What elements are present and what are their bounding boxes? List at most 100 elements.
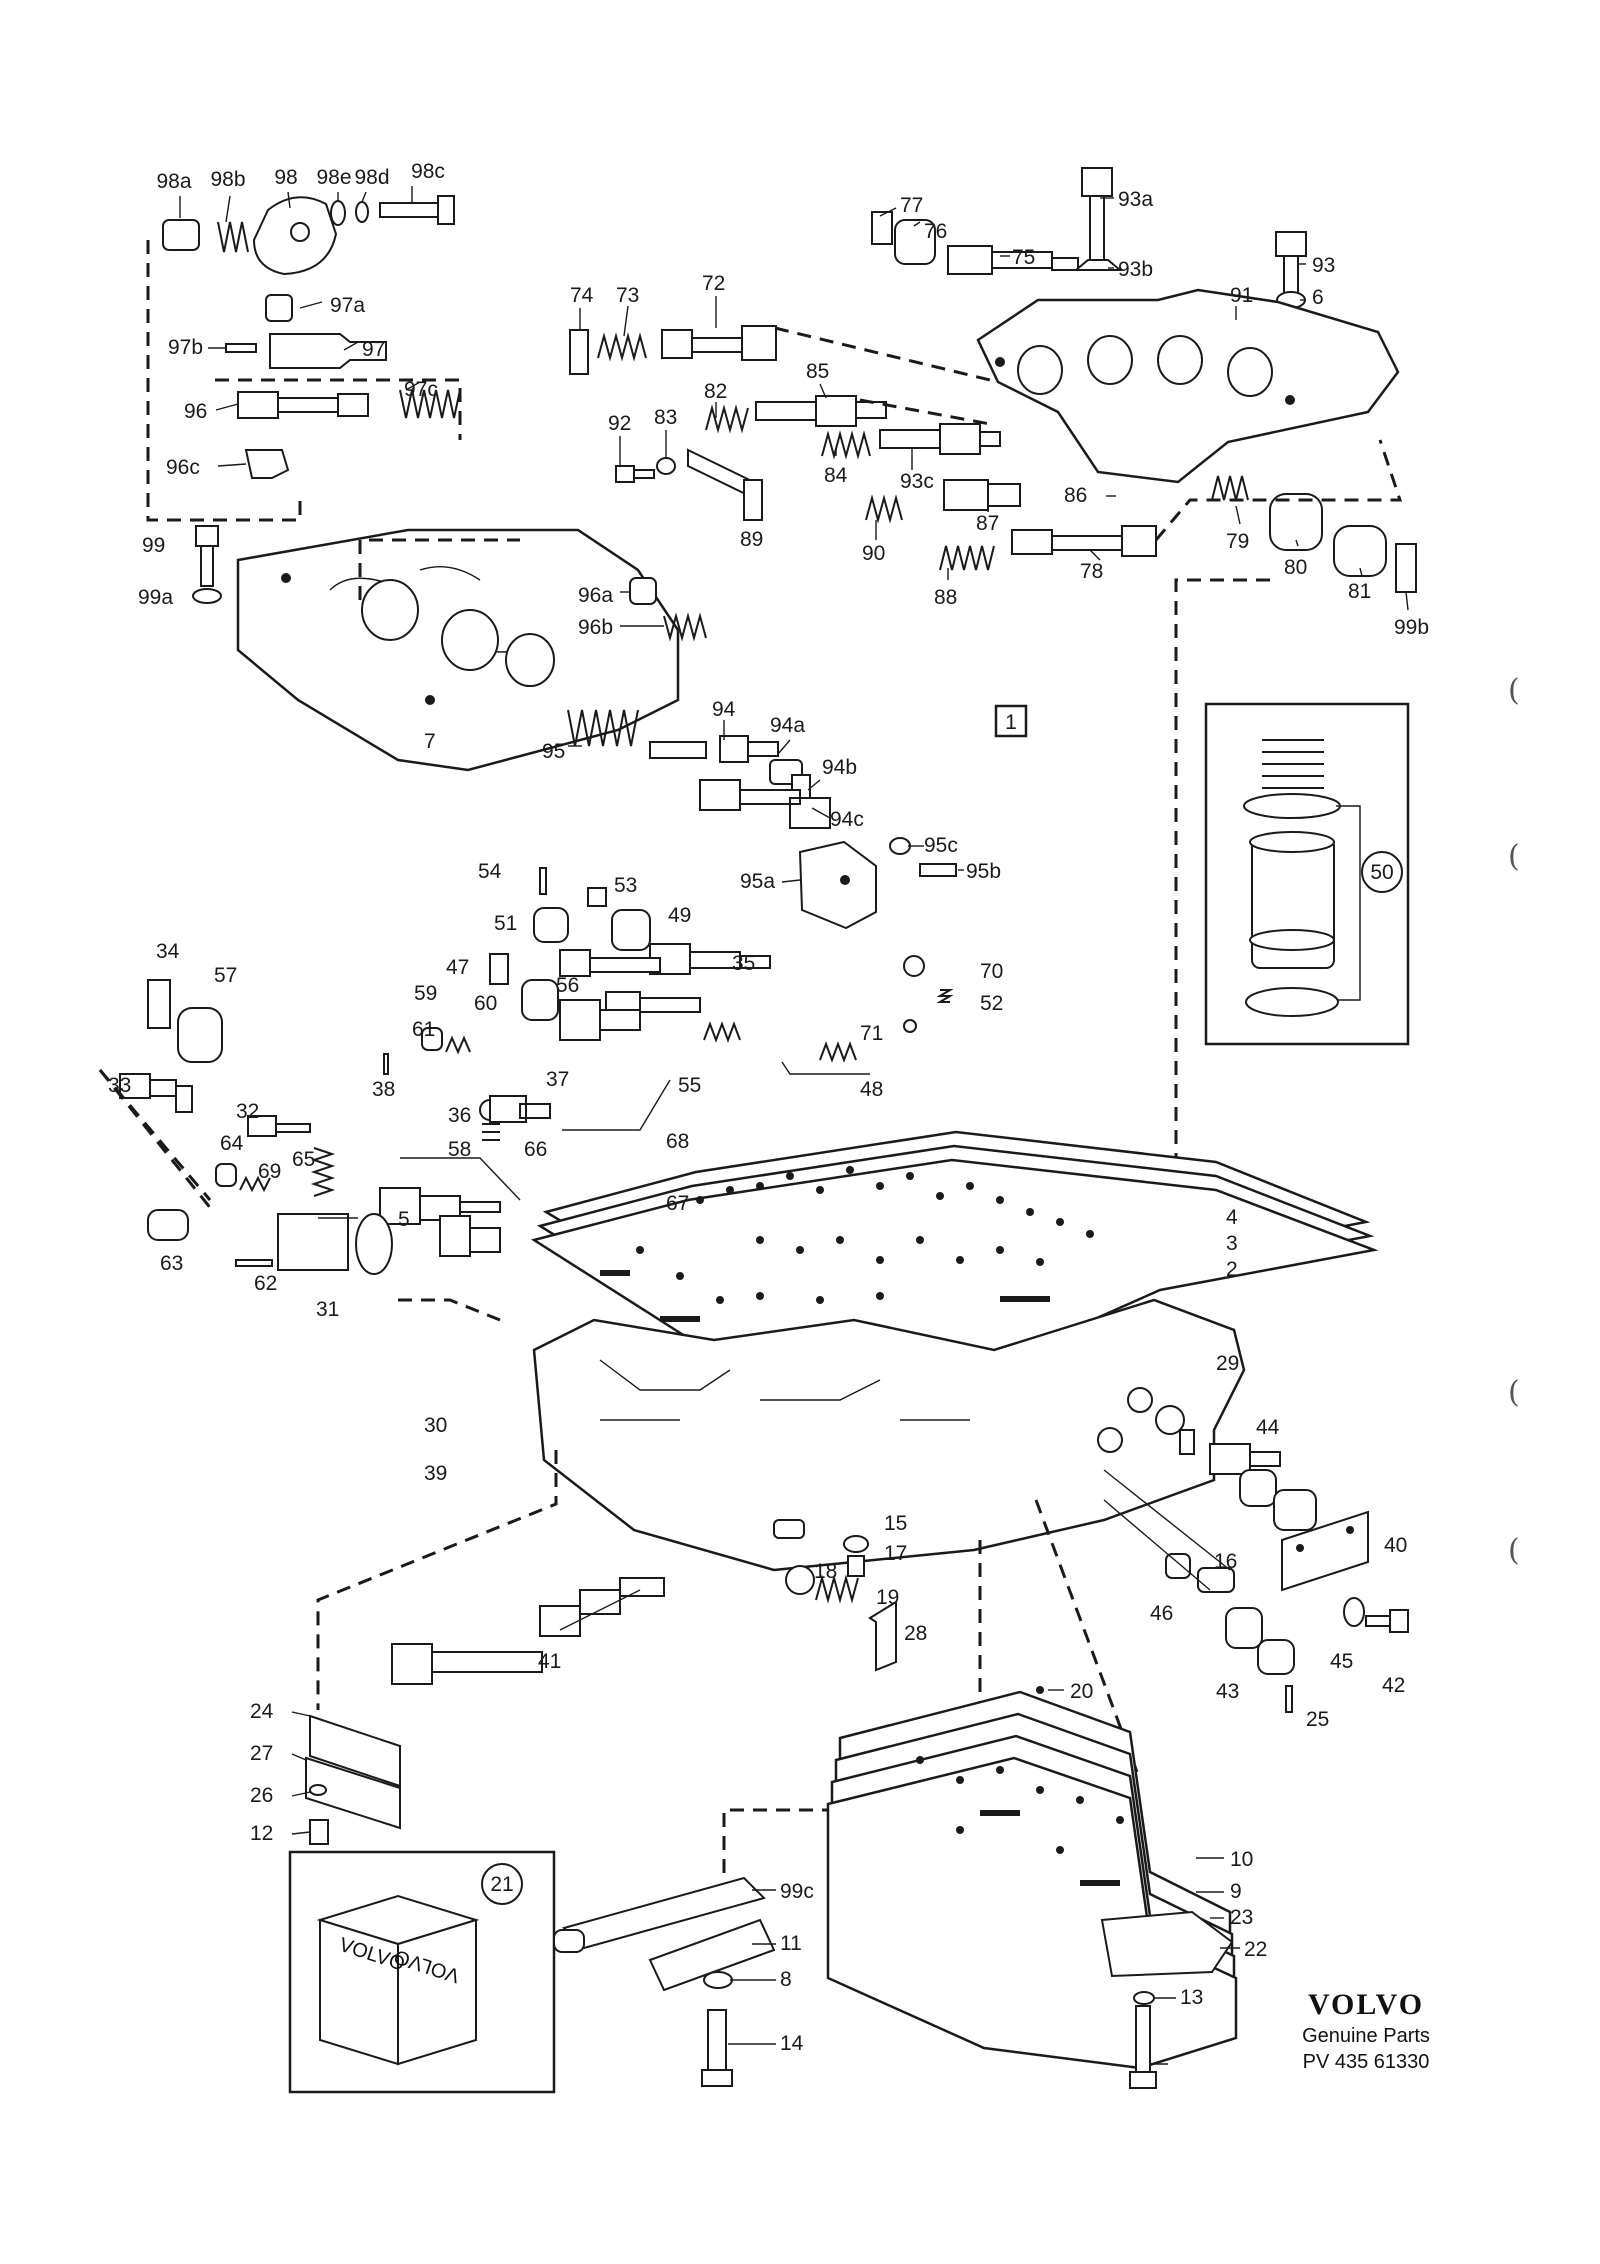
brand-block: VOLVO Genuine Parts PV 435 61330 — [1302, 1988, 1430, 2073]
callout-64: 69 — [258, 1160, 281, 1183]
callout-82: 85 — [806, 360, 829, 383]
callout-48: 55 — [678, 1074, 701, 1097]
callout-95a: 95a — [740, 870, 775, 893]
callout-24: 27 — [250, 1742, 273, 1765]
callout-5: 4 — [1226, 1206, 1238, 1229]
callout-98c: 98c — [411, 160, 445, 183]
callout-43: 25 — [1306, 1708, 1329, 1731]
callout-96a: 96a — [578, 584, 613, 607]
callout-79: 80 — [1284, 556, 1307, 579]
callout-93: 93 — [1312, 254, 1335, 277]
callout-67: 63 — [160, 1252, 183, 1275]
callout-69: 68 — [666, 1130, 689, 1153]
callout-62: 31 — [316, 1298, 339, 1321]
callout-41: 46 — [1150, 1602, 1173, 1625]
callout-44: 40 — [1384, 1534, 1407, 1557]
margin-mark: ( — [1508, 1375, 1520, 1410]
callout-27: 26 — [250, 1784, 273, 1807]
callout-97b: 97b — [168, 336, 203, 359]
callout-70: 52 — [980, 992, 1003, 1015]
brand-tagline: Genuine Parts — [1302, 2025, 1430, 2047]
callout-65: 64 — [220, 1132, 244, 1155]
lower-bracket-parts — [553, 1876, 776, 2087]
lower-right-plate-stack — [826, 1686, 1240, 2089]
callout-68: 67 — [666, 1192, 689, 1215]
main-valve-body — [532, 1298, 1246, 1572]
separator-plates — [530, 1130, 1379, 1370]
callout-77: 77 — [900, 194, 923, 217]
callout-58: 66 — [524, 1138, 547, 1161]
callout-34: 57 — [214, 964, 237, 987]
callout-32: 65 — [292, 1148, 315, 1171]
callout-72: 72 — [702, 272, 725, 295]
callout-86: 87 — [976, 512, 999, 535]
callout-15: 17 — [884, 1542, 907, 1565]
callout-56: 60 — [474, 992, 497, 1015]
callout-9: 23 — [1230, 1906, 1253, 1929]
callout-35: 34 — [156, 940, 180, 963]
callout-96: 96 — [184, 400, 207, 423]
callout-57: 47 — [446, 956, 469, 979]
callout-75: 75 — [1012, 246, 1035, 269]
callout-33: 32 — [236, 1100, 259, 1123]
callout-46: 45 — [1330, 1650, 1353, 1673]
callout-85: 84 — [824, 464, 848, 487]
callout-2: 29 — [1216, 1352, 1239, 1375]
callout-6: 91 — [1230, 284, 1253, 307]
callout-53: 49 — [668, 904, 691, 927]
callout-37: 36 — [448, 1104, 471, 1127]
callout-55: 37 — [546, 1068, 569, 1091]
margin-marks: ( ( ( ( — [1508, 673, 1520, 1568]
callout-80: 81 — [1348, 580, 1371, 603]
callout-93b-right: 6 — [1312, 286, 1324, 309]
callout-98d: 98d — [354, 166, 389, 189]
callout-8: 22 — [1244, 1938, 1267, 1961]
margin-mark: ( — [1508, 673, 1520, 708]
callout-83: 82 — [704, 380, 727, 403]
margin-mark: ( — [1508, 839, 1520, 874]
callout-74: 74 — [570, 284, 594, 307]
callout-31: 5 — [398, 1208, 410, 1231]
callout-11: 10 — [1230, 1848, 1253, 1871]
callout-28: 41 — [538, 1650, 561, 1673]
callout-49: 51 — [494, 912, 517, 935]
callout-97c: 97c — [404, 378, 438, 401]
callout-95b: 95b — [966, 860, 1001, 883]
callout-20: 99c — [780, 1880, 814, 1903]
callout-99a: 99a — [138, 586, 173, 609]
callout-47: 56 — [556, 974, 579, 997]
callout-99c: 21 — [490, 1873, 513, 1896]
callout-95: 95 — [542, 740, 565, 763]
upper-right-valve-assembly — [569, 167, 1417, 1200]
callout-17: 18 — [814, 1560, 837, 1583]
callout-98b: 98b — [210, 168, 245, 191]
callout-90: 89 — [740, 528, 763, 551]
callout-99b: 50 — [1370, 861, 1393, 884]
callout-71: 70 — [980, 960, 1003, 983]
callout-52: 48 — [860, 1078, 883, 1101]
callout-94: 94 — [712, 698, 736, 721]
left-valve-stack — [98, 1069, 501, 1322]
callout-78: 79 — [1226, 530, 1249, 553]
group-marker-box — [994, 704, 1028, 738]
callout-10: 9 — [1230, 1880, 1242, 1903]
callout-96b: 96b — [578, 616, 613, 639]
callout-23: 8 — [780, 1968, 792, 1991]
callout-50: 54 — [478, 860, 502, 883]
callout-87: 90 — [862, 542, 885, 565]
callout-98e: 98e — [316, 166, 351, 189]
callout-4: 3 — [1226, 1232, 1238, 1255]
callout-88: 78 — [1080, 560, 1103, 583]
callout-91: 92 — [608, 412, 631, 435]
callout-22: 14 — [780, 2032, 804, 2055]
callout-45: 42 — [1382, 1674, 1405, 1697]
callout-61: 38 — [372, 1078, 395, 1101]
volvo-logo: VOLVO — [1308, 1988, 1424, 2021]
callout-93b: 93b — [1118, 258, 1153, 281]
callout-92: 83 — [654, 406, 677, 429]
callout-21: 11 — [780, 1932, 802, 1955]
callout-18: 19 — [876, 1586, 899, 1609]
callout-59: 61 — [412, 1018, 435, 1041]
callout-89: 88 — [934, 586, 957, 609]
